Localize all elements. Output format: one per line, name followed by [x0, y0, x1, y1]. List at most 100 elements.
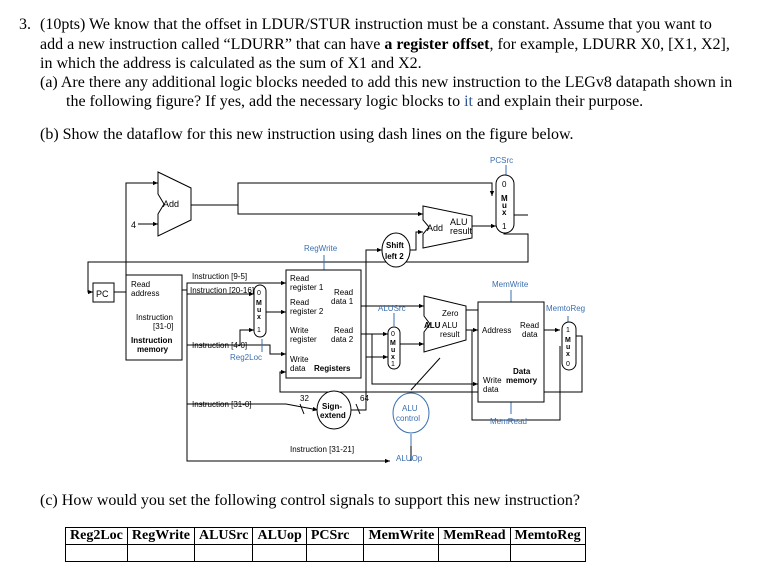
shift-label-b: left 2: [385, 252, 404, 261]
reg2loc-label: Reg2Loc: [230, 353, 262, 362]
dmem-read-b: data: [522, 330, 538, 339]
alu-control-b: control: [396, 414, 420, 423]
dmem-write-b: data: [483, 385, 499, 394]
reg2loc-mux-u: u: [257, 307, 261, 314]
reg2loc-mux-0: 0: [257, 290, 261, 297]
writeback-wire: [279, 335, 583, 393]
alusrc-mux-x: x: [391, 354, 395, 361]
table-header-cell: MemRead: [438, 527, 511, 545]
memtoreg-mux-u: u: [566, 344, 570, 351]
part-a-it-link: it: [464, 93, 473, 110]
shift-to-add-wire: [409, 229, 423, 251]
reg-read-reg2-b: register 2: [290, 307, 324, 316]
question-number: 3.: [19, 16, 31, 33]
memread-label: MemRead: [490, 417, 527, 426]
table-header-cell: MemtoReg: [509, 527, 586, 545]
answer-cell[interactable]: [509, 544, 586, 562]
branch-adder-add-label: Add: [427, 223, 443, 233]
sign-extend-to-shift-wire: [365, 247, 382, 357]
reg-read-reg1-b: register 1: [290, 283, 324, 292]
alusrc-label: ALUSrc: [378, 304, 406, 313]
answer-cell[interactable]: [126, 544, 195, 562]
reg-read-data1-b: data 1: [331, 297, 354, 306]
part-a-line-2-pre: the following figure? If yes, add the ne…: [66, 93, 465, 110]
memtoreg-label: MemtoReg: [546, 304, 585, 313]
branch-adder-result-label: result: [450, 226, 473, 236]
registers-title: Registers: [314, 364, 351, 373]
read-data2-to-mem-wire: [371, 334, 478, 387]
bus-64-slash: [355, 403, 361, 415]
table-header-cell: Reg2Loc: [65, 527, 128, 545]
alusrc-mux-0: 0: [391, 331, 395, 338]
alu-result-b: result: [440, 330, 460, 339]
alu-result-bypass-wire: [471, 330, 561, 421]
memtoreg-mux-1: 1: [566, 327, 570, 334]
reg-read-reg2-a: Read: [290, 298, 309, 307]
memwrite-label: MemWrite: [492, 280, 529, 289]
instr-31-0-label: Instruction [31-0]: [192, 400, 252, 409]
question-line-2-bold: a register offset: [384, 36, 490, 53]
answer-cell[interactable]: [65, 544, 128, 562]
part-a-line-2: the following figure? If yes, add the ne…: [66, 94, 643, 110]
imem-title-a: Instruction: [131, 336, 172, 345]
memtoreg-mux: [561, 321, 577, 371]
branch-adder-alu-label: ALU: [450, 217, 468, 227]
reg2loc-mux-1: 1: [257, 327, 261, 334]
imem-address-label: address: [131, 289, 159, 298]
main-alu: [423, 295, 467, 353]
part-b-text: (b) Show the dataflow for this new instr…: [40, 126, 574, 143]
control-signals-table: Reg2Loc RegWrite ALUSrc ALUop PCSrc MemW…: [65, 527, 586, 562]
instr-4-0-to-mux-wire: [186, 294, 254, 346]
instr-31-21-label: Instruction [31-21]: [290, 445, 354, 454]
pcsrc-label: PCSrc: [490, 156, 513, 165]
reg-read-data2-a: Read: [334, 326, 353, 335]
answer-cell[interactable]: [193, 544, 254, 562]
table-header-row: Reg2Loc RegWrite ALUSrc ALUop PCSrc MemW…: [65, 527, 586, 545]
answer-cell[interactable]: [252, 544, 307, 562]
instruction-memory: [125, 274, 183, 361]
reg-write-reg-b: register: [290, 335, 317, 344]
sign-extend-a: Sign-: [322, 402, 342, 411]
question-line-2-post: , for example, LDURR X0, [X1, X2],: [489, 36, 730, 53]
part-a-line-2-post: and explain their purpose.: [473, 93, 644, 110]
pcsrc-mux-1: 1: [502, 222, 507, 231]
dmem-title-b: memory: [506, 376, 538, 385]
table-header-cell: RegWrite: [126, 527, 195, 545]
bits-32-label: 32: [300, 394, 309, 403]
alusrc-mux-u: u: [391, 347, 395, 354]
shift-label-a: Shift: [386, 241, 404, 250]
part-a-line-1: (a) Are there any additional logic block…: [40, 74, 733, 91]
pc-to-branch-add-wire: [237, 183, 423, 217]
dmem-read-a: Read: [520, 321, 539, 330]
answer-cell[interactable]: [363, 544, 440, 562]
reg2loc-mux: [253, 284, 267, 338]
sign-extend: [316, 390, 352, 430]
instr-31-21-wire: [186, 404, 390, 464]
aluop-label: ALUOp: [396, 454, 423, 463]
add-to-pcmux-wire: [191, 182, 495, 206]
pcsrc-mux: [495, 174, 515, 234]
part-c-text: (c) How would you set the following cont…: [40, 492, 580, 509]
reg-read-data2-b: data 2: [331, 335, 354, 344]
answer-cell[interactable]: [305, 544, 365, 562]
imem-instr-label-b: [31-0]: [153, 322, 173, 331]
question-line-2: add a new instruction called “LDURR” tha…: [40, 37, 730, 53]
pc-adder: [157, 171, 192, 237]
alu-control-to-alu-wire: [410, 357, 441, 391]
bits-64-label: 64: [360, 394, 369, 403]
memtoreg-mux-m: M: [565, 337, 571, 344]
to-sign-extend-wire: [285, 403, 319, 412]
answer-cell[interactable]: [438, 544, 511, 562]
alusrc-mux-1: 1: [391, 361, 395, 368]
pcsrc-mux-x: x: [502, 208, 507, 217]
imem-read-label: Read: [131, 280, 150, 289]
instr-20-16-label: Instruction [20-16]: [190, 286, 254, 295]
reg-write-data-b: data: [290, 364, 306, 373]
memtoreg-mux-x: x: [566, 351, 570, 358]
imem-title-b: memory: [137, 345, 169, 354]
instr-4-0-to-writereg-wire: [240, 344, 286, 357]
table-header-cell: MemWrite: [363, 527, 440, 545]
instr-4-0-label: Instruction [4-0]: [192, 341, 247, 350]
question-line-1: (10pts) We know that the offset in LDUR/…: [40, 16, 712, 33]
